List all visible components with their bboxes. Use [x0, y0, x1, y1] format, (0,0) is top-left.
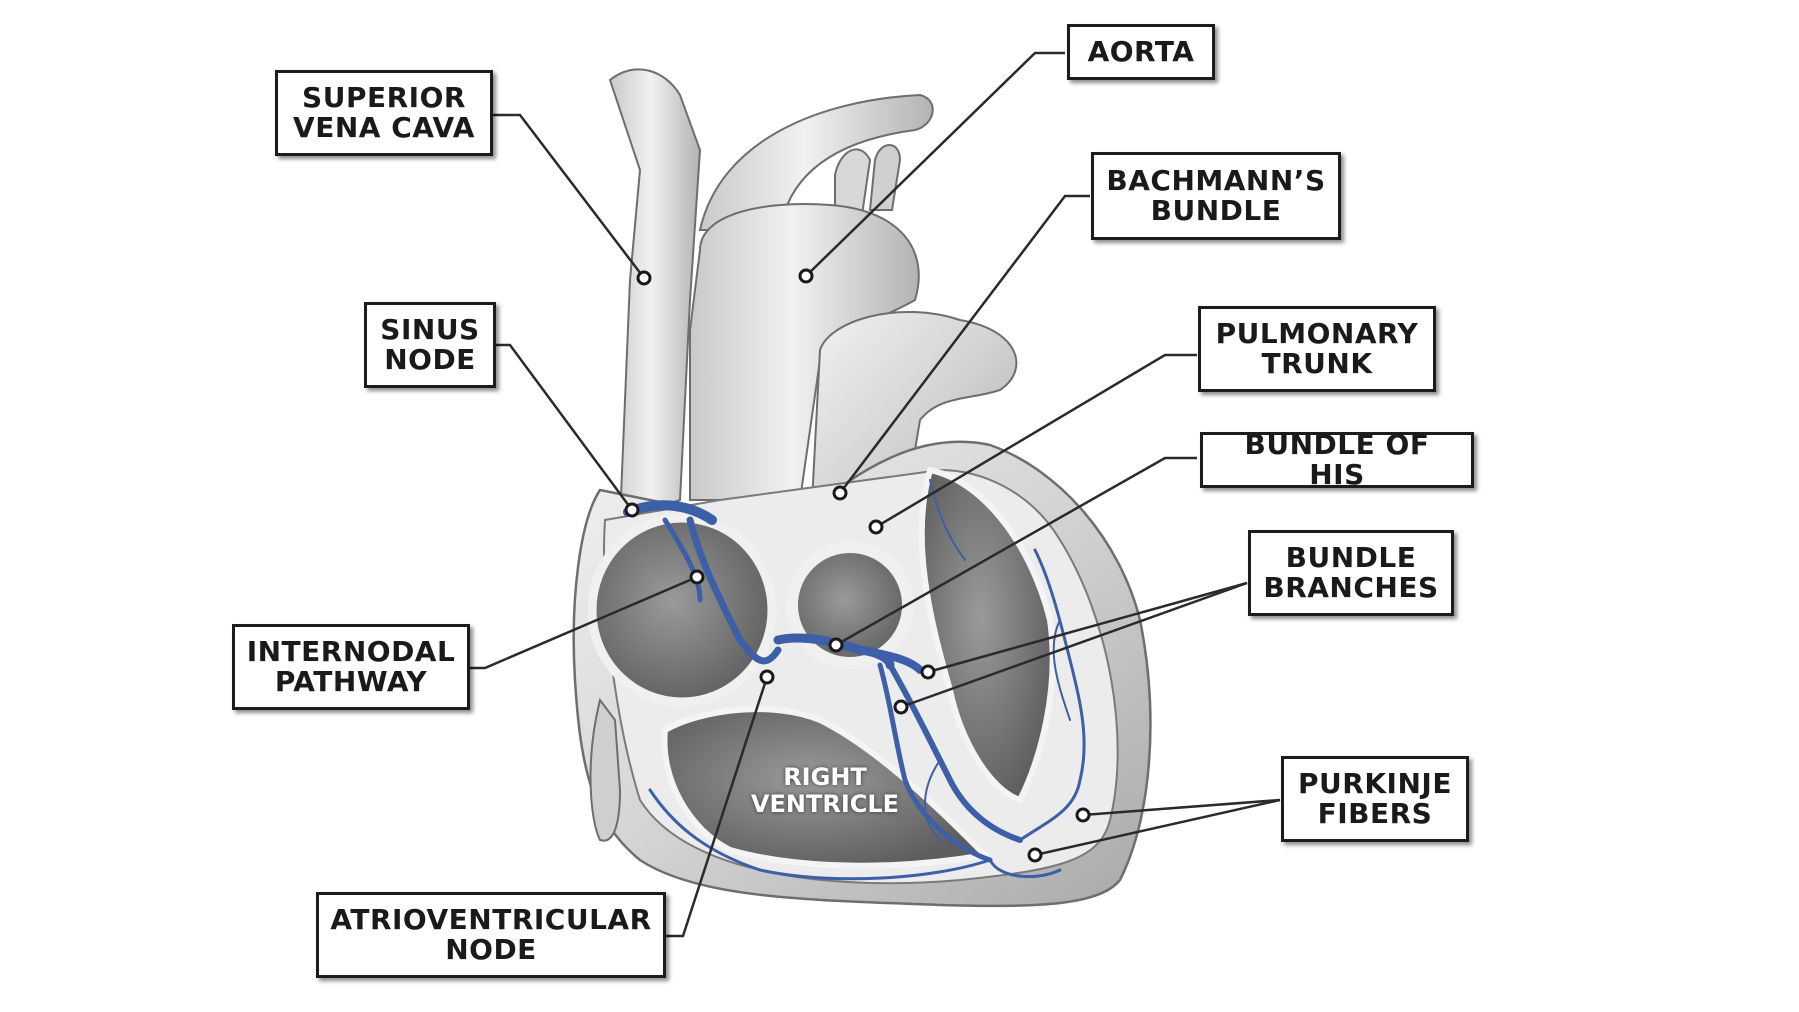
dot-atrioventricular-node — [759, 669, 775, 685]
leader-purkinje-fibers-2 — [1034, 798, 1281, 857]
label-bundle-branches: BUNDLE BRANCHES — [1248, 530, 1454, 616]
anchor-dots — [624, 268, 1091, 863]
dot-aorta — [798, 268, 814, 284]
label-bachmanns-bundle: BACHMANN’S BUNDLE — [1091, 152, 1341, 240]
purkinje-fiber — [924, 759, 941, 841]
bundle-of-his-path — [856, 646, 924, 674]
right-atrial-appendage — [589, 697, 622, 842]
right-bundle-branch — [877, 662, 993, 863]
aortic-arch — [698, 93, 934, 231]
left-bundle-branch — [887, 662, 1023, 843]
conduction-system — [623, 479, 1086, 881]
label-superior-vena-cava: SUPERIOR VENA CAVA — [275, 70, 493, 156]
right-atrium-chamber — [587, 513, 777, 707]
aortic-branch — [868, 144, 902, 211]
leader-superior-vena-cava — [490, 113, 645, 279]
label-pulmonary-trunk: PULMONARY TRUNK — [1198, 306, 1436, 392]
heart-illustration — [572, 68, 1152, 908]
aortic-branch — [834, 148, 872, 222]
purkinje-fiber — [1052, 619, 1071, 721]
dot-bundle-branches-1 — [920, 664, 936, 680]
dot-superior-vena-cava — [636, 270, 652, 286]
leader-bundle-branches-2 — [900, 581, 1248, 709]
purkinje-fiber — [648, 788, 992, 881]
label-bundle-of-his: BUNDLE OF HIS — [1200, 430, 1474, 490]
label-atrioventricular-node: ATRIOVENTRICULAR NODE — [316, 892, 666, 978]
purkinje-fiber — [1018, 548, 1086, 842]
internodal-pathway-path — [686, 516, 782, 665]
dot-internodal-pathway — [689, 569, 705, 585]
dot-bundle-of-his — [828, 637, 844, 653]
dot-pulmonary-trunk — [868, 519, 884, 535]
leader-bachmanns-bundle — [839, 194, 1090, 494]
dot-bundle-branches-2 — [893, 699, 909, 715]
label-purkinje-fibers: PURKINJE FIBERS — [1281, 756, 1469, 842]
left-ventricle-chamber — [918, 466, 1056, 804]
dot-purkinje-fibers-2 — [1027, 847, 1043, 863]
dot-purkinje-fibers-1 — [1075, 807, 1091, 823]
internodal-pathway-path-2 — [662, 517, 703, 603]
leader-lines — [468, 51, 1281, 938]
label-internodal-pathway: INTERNODAL PATHWAY — [232, 624, 470, 710]
label-right-ventricle: RIGHT VENTRICLE — [750, 763, 900, 818]
leader-internodal-pathway — [468, 575, 698, 670]
label-aorta: AORTA — [1067, 24, 1215, 80]
label-sinus-node: SINUS NODE — [364, 302, 496, 388]
dot-sinus-node — [624, 502, 640, 518]
leader-sinus-node — [490, 343, 634, 511]
superior-vena-cava-vessel — [608, 68, 702, 522]
dot-bachmanns-bundle — [832, 485, 848, 501]
leader-pulmonary-trunk — [875, 353, 1197, 529]
leader-purkinje-fibers-1 — [1082, 798, 1281, 817]
leader-atrioventricular-node — [665, 676, 769, 938]
purkinje-fiber — [929, 479, 966, 561]
purkinje-fiber — [988, 858, 1062, 879]
leader-bundle-branches-1 — [927, 581, 1248, 674]
leader-aorta — [805, 51, 1065, 277]
leader-bundle-of-his — [835, 456, 1197, 647]
